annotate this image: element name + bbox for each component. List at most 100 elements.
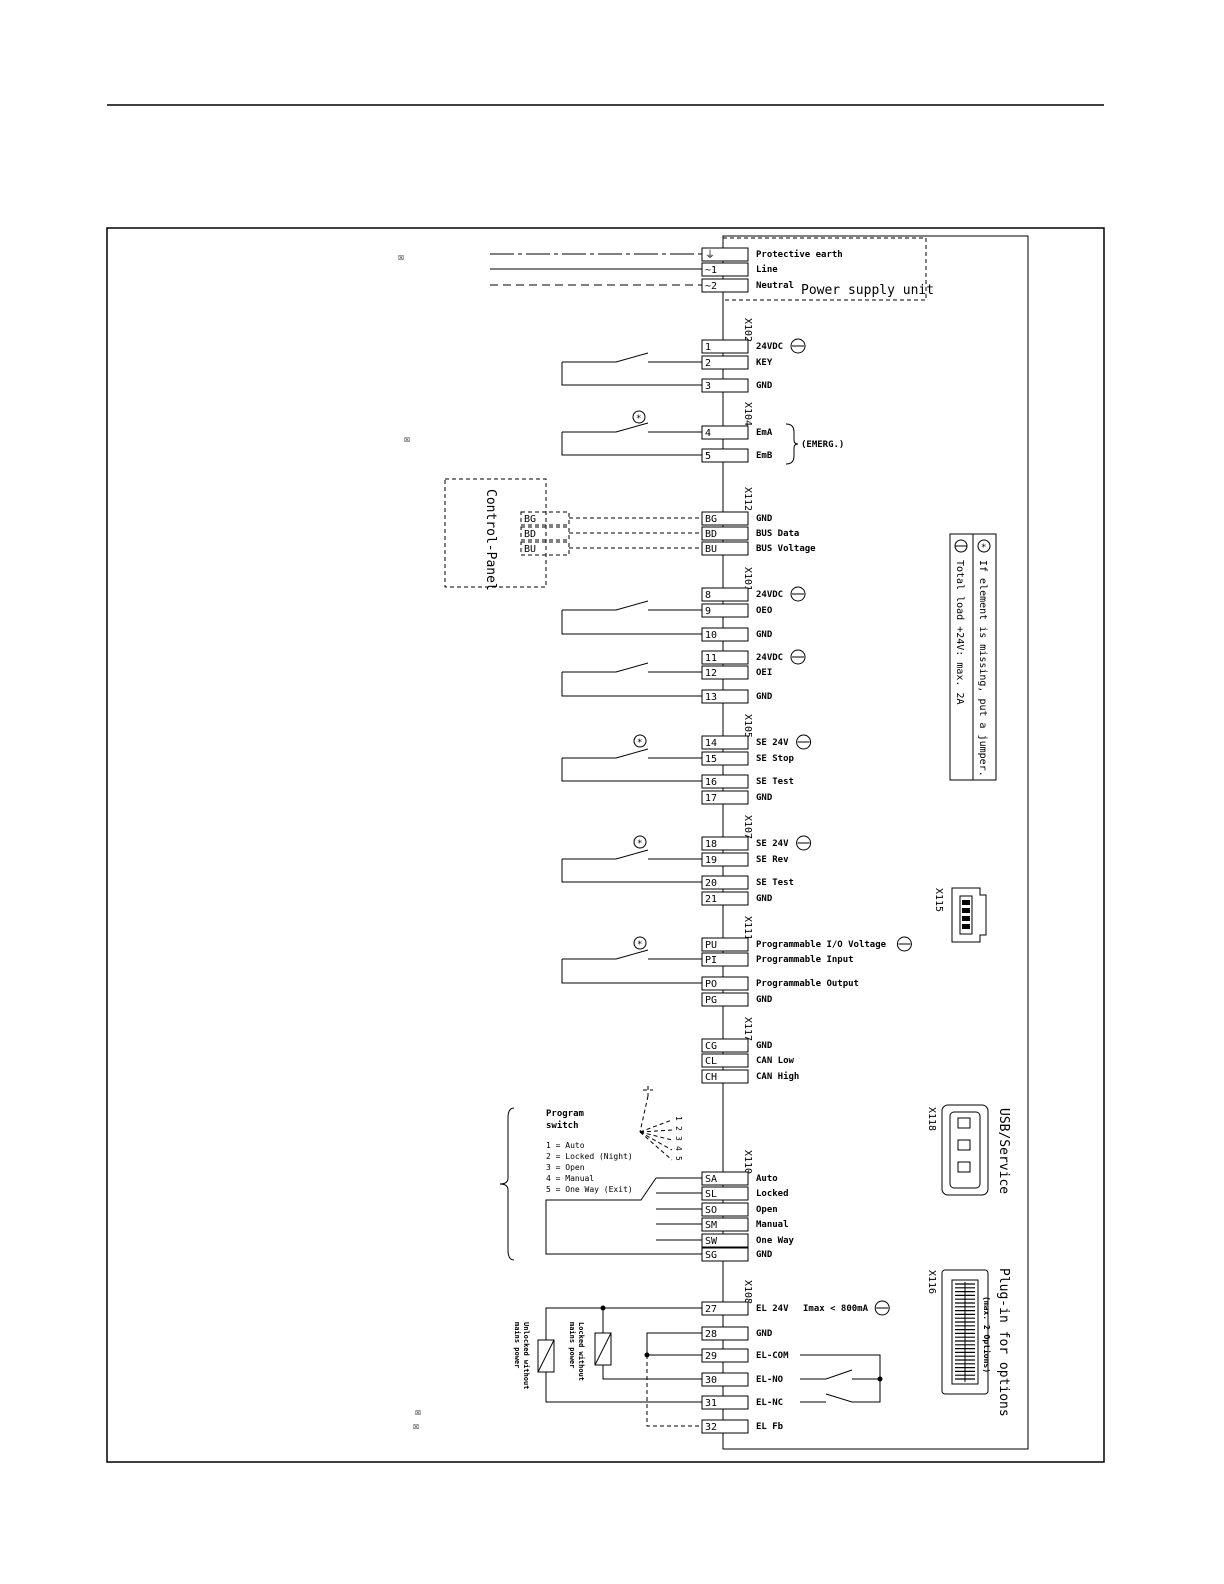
terminal-label-x101-1: OEO	[756, 606, 773, 616]
terminal-label-x117-2: CAN High	[756, 1071, 799, 1082]
connector-label-x111: X111	[742, 916, 753, 940]
terminal-label-x112-1: BUS Data	[756, 529, 799, 539]
load-note-icon-x107-0	[796, 835, 812, 851]
terminal-number-supply-1: ~1	[705, 265, 717, 276]
terminal-number-x117-0: CG	[705, 1041, 717, 1052]
terminal-number-x107-0: 18	[705, 839, 717, 850]
terminal-number-x108-1: 28	[705, 1329, 717, 1340]
terminal-box-x117-2	[701, 1069, 749, 1084]
terminal-label-x105-2: SE Test	[756, 777, 794, 787]
terminal-label-x102-2: GND	[756, 381, 773, 391]
star-symbol-2: *	[637, 738, 642, 748]
program-option-3: 3 = Open	[546, 1163, 585, 1172]
terminal-box-x107-0	[701, 836, 749, 851]
terminal-label-supply-0: Protective earth	[756, 249, 843, 260]
terminal-number-x107-2: 20	[705, 878, 717, 889]
connector-label-x101: X101	[742, 567, 753, 591]
terminal-label-x105-0: SE 24V	[756, 738, 789, 748]
terminal-number-x110-0: SA	[705, 1174, 717, 1185]
terminal-number-x101-1: 9	[705, 606, 711, 617]
star-symbol-4: *	[637, 940, 642, 950]
legend-load-text: Total load +24V: max. 2A	[954, 560, 965, 705]
terminal-label-x101-2: GND	[756, 630, 773, 640]
terminal-number-x107-1: 19	[705, 855, 717, 866]
cp-term-bd: BD	[524, 529, 536, 540]
terminal-box-x101-0	[701, 587, 749, 602]
emerg-label: (EMERG.)	[801, 440, 844, 450]
program-position-4: 4	[674, 1146, 683, 1151]
terminal-number-x101-5: 13	[705, 692, 717, 703]
x116-label: X116	[926, 1270, 937, 1294]
terminal-label-x102-1: KEY	[756, 358, 773, 368]
terminal-label-x108-2: EL-COM	[756, 1351, 789, 1361]
terminal-number-supply-2: ~2	[705, 281, 717, 292]
terminal-label-x110-1: Locked	[756, 1189, 789, 1199]
terminal-number-x111-0: PU	[705, 940, 717, 951]
terminal-number-supply-0: ⏚	[705, 249, 715, 261]
terminal-number-x105-0: 14	[705, 738, 717, 749]
terminal-label-x102-0: 24VDC	[756, 342, 783, 352]
terminal-box-supply-2	[701, 278, 749, 293]
x118-usb-port: X118 USB/Service	[926, 1104, 1011, 1196]
terminal-number-x111-1: PI	[705, 955, 717, 966]
locks	[537, 1305, 702, 1427]
terminal-label-x101-4: OEI	[756, 668, 772, 678]
terminal-label-supply-2: Neutral	[756, 281, 794, 291]
connector-label-x105: X105	[742, 714, 753, 738]
terminal-box-x105-0	[701, 735, 749, 750]
connector-label-x117: X117	[742, 1017, 753, 1041]
program-position-2: 2	[674, 1126, 683, 1131]
connector-label-x104: X104	[742, 402, 753, 426]
terminal-number-x102-0: 1	[705, 342, 711, 353]
terminal-box-x112-2	[701, 541, 749, 556]
programmable-input-switch	[561, 949, 702, 984]
terminal-box-x112-1	[701, 526, 749, 541]
star-symbol-1: *	[636, 414, 641, 424]
terminal-label-x107-0: SE 24V	[756, 839, 789, 849]
oei-switch	[561, 662, 702, 697]
se-rev-switch	[561, 849, 702, 883]
program-switch-title-2: switch	[546, 1120, 579, 1131]
terminal-box-x101-3	[701, 650, 749, 665]
terminal-label-x101-0: 24VDC	[756, 590, 783, 600]
unlocked-label-1: Unlocked without	[522, 1322, 530, 1389]
terminal-number-x110-1: SL	[705, 1189, 717, 1200]
plugin-sublabel: (max. 2 Options)	[982, 1296, 992, 1373]
usb-service-label: USB/Service	[996, 1108, 1011, 1194]
cp-term-bg: BG	[524, 514, 536, 525]
legend-box: * If element is missing, put a jumper. T…	[949, 533, 997, 781]
terminal-label-x101-3: 24VDC	[756, 653, 783, 663]
terminal-label-x117-1: CAN Low	[756, 1056, 795, 1066]
terminal-number-x112-0: BG	[705, 514, 717, 525]
terminal-number-x110-3: SM	[705, 1220, 717, 1231]
unlocked-label-2: mains power	[513, 1322, 521, 1368]
x115-port: X115	[933, 887, 987, 943]
program-switch-title-1: Program	[546, 1109, 585, 1119]
program-position-3: 3	[674, 1136, 683, 1141]
terminal-label-x108-5: EL Fb	[756, 1422, 784, 1432]
terminal-number-x110-2: SO	[705, 1205, 717, 1216]
terminal-box-x111-0	[701, 937, 749, 952]
marker-bottom-2: ☒	[413, 1421, 419, 1432]
terminal-label-x110-4: One Way	[756, 1236, 795, 1246]
marker-top: ☒	[398, 252, 404, 263]
terminal-label-x105-1: SE Stop	[756, 754, 795, 764]
terminal-number-x108-0: 27	[705, 1304, 717, 1315]
terminal-number-x108-4: 31	[705, 1398, 717, 1409]
terminal-label-x107-3: GND	[756, 894, 773, 904]
power-supply-title: Power supply unit	[801, 283, 934, 298]
program-option-4: 4 = Manual	[546, 1174, 594, 1183]
terminal-label-x108-0: EL 24V	[756, 1304, 789, 1314]
terminal-label-x112-2: BUS Voltage	[756, 544, 816, 554]
terminal-box-x107-3	[701, 891, 749, 906]
terminal-box-supply-1	[701, 262, 749, 277]
terminal-box-x111-3	[701, 992, 749, 1007]
terminal-number-x112-1: BD	[705, 529, 717, 540]
terminal-number-x108-3: 30	[705, 1375, 717, 1386]
terminal-number-x101-2: 10	[705, 630, 717, 641]
terminal-label-x108-1: GND	[756, 1329, 773, 1339]
connector-label-x112: X112	[742, 487, 753, 511]
terminal-label-x111-2: Programmable Output	[756, 979, 859, 989]
terminal-number-x104-0: 4	[705, 428, 711, 439]
